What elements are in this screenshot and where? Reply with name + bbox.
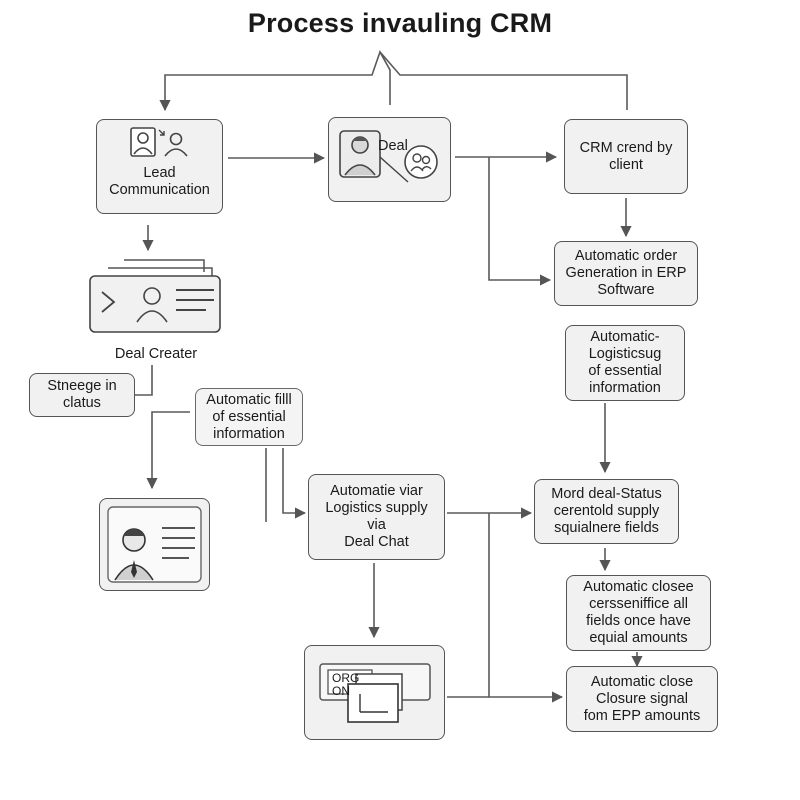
auto-close-1-box: Automatic closee cersseniffice all field… [566,575,711,651]
arrow-deal-to-order [488,157,552,286]
two-people-icon [130,127,188,157]
arrow-fill-to-via [282,448,307,519]
mord-deal-label: Mord deal-Status cerentold supply squial… [551,486,662,536]
auto-fill-label: Automatic filll of essential information [206,391,292,442]
auto-order-box: Automatic order Generation in ERP Softwa… [554,241,698,306]
auto-order-label: Automatic order Generation in ERP Softwa… [565,248,687,298]
storage-status-label: Stneege in clatus [47,378,117,411]
profile-card-icon [107,506,202,583]
diagram-title: Process invauling CRM [247,8,553,38]
auto-logistics-label: Automatic- Logisticsug of essential info… [588,329,662,396]
auto-close-1-label: Automatic closee cersseniffice all field… [583,579,694,646]
auto-via-label: Automatie viar Logistics supply via Deal… [325,483,428,550]
id-card-icon [89,259,221,333]
line-top-to-crm [379,51,628,110]
storage-status-box: Stneege in clatus [29,373,135,417]
auto-close-2-box: Automatic close Closure signal fom EPP a… [566,666,718,732]
auto-fill-box: Automatic filll of essential information [195,388,303,446]
arrow-fill-to-profile [146,411,190,490]
mord-deal-box: Mord deal-Status cerentold supply squial… [534,479,679,544]
stacked-documents-icon [319,663,431,723]
lead-communication-box: Lead Communication [96,119,223,214]
lead-communication-label: Lead Communication [109,165,210,198]
deal-creater-label: Deal Creater [114,346,198,362]
arrow-top-to-lead [159,50,391,112]
documents-text: ORG ON [332,671,360,698]
crm-client-label: CRM crend by client [579,139,673,173]
auto-via-box: Automatie viar Logistics supply via Deal… [308,474,445,560]
crm-client-box: CRM crend by client [564,119,688,194]
auto-logistics-box: Automatic- Logisticsug of essential info… [565,325,685,401]
auto-close-2-label: Automatic close Closure signal fom EPP a… [583,673,701,724]
deal-label: Deal [378,138,408,154]
line-creater-to-storage [135,365,153,396]
person-with-group-icon [339,130,438,183]
